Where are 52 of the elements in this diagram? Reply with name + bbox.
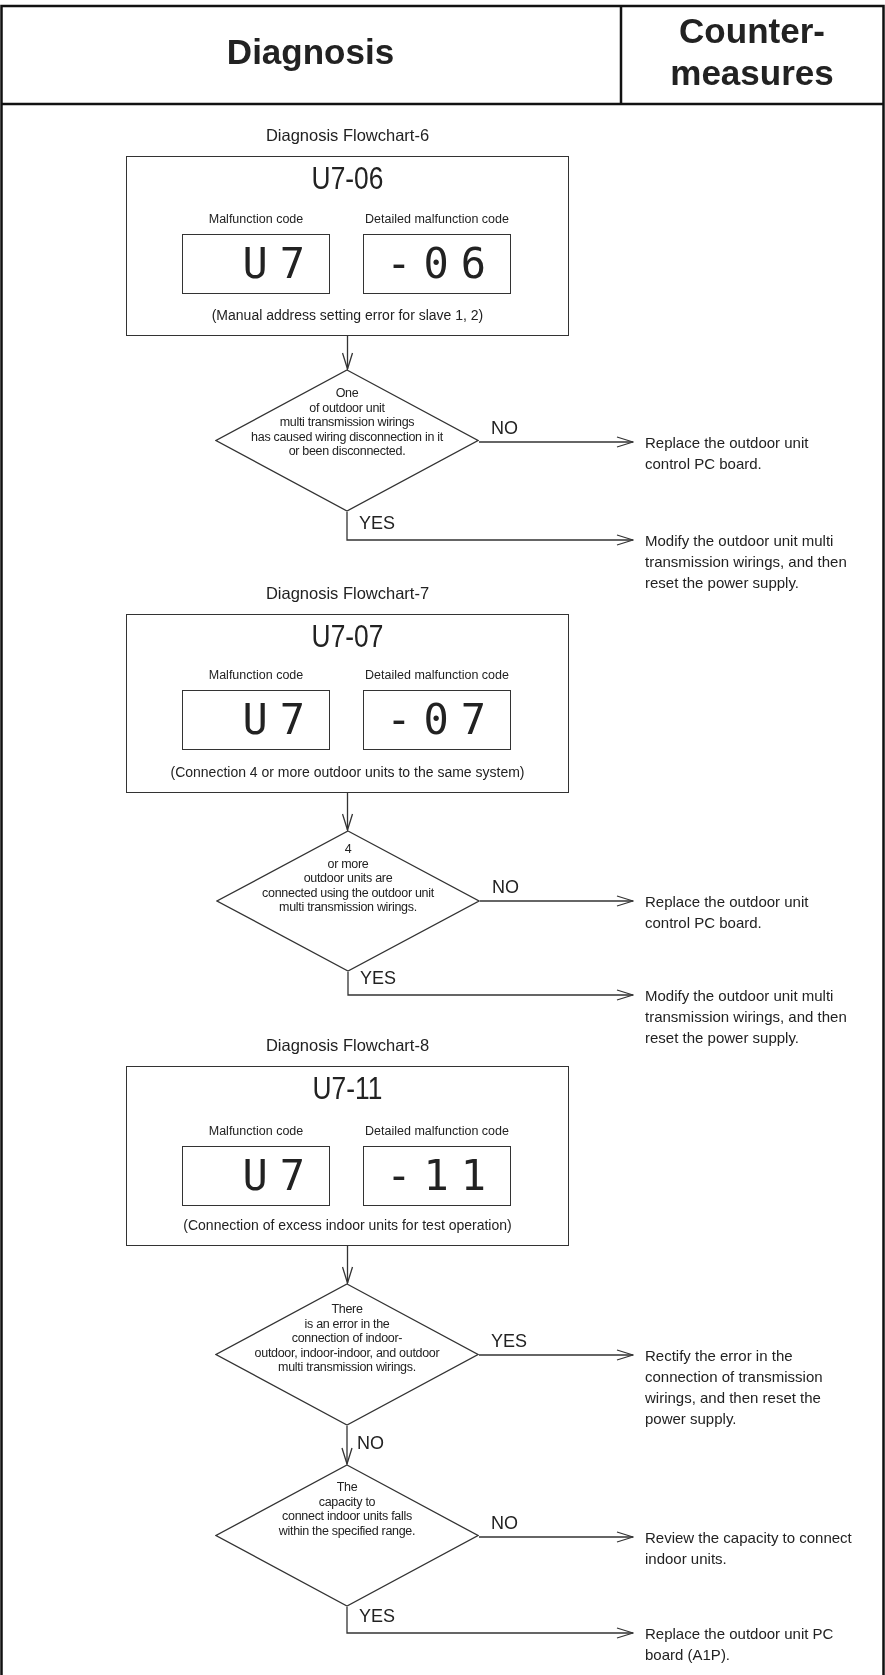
code-display: U7 — [182, 1146, 330, 1206]
decision-text: 4 or more outdoor units are connected using the outdoor unit multi transmission wirings. — [261, 841, 435, 916]
decision-diamond — [215, 369, 479, 512]
arrow — [341, 792, 354, 831]
column-header: Diagnosis — [226, 32, 395, 71]
countermeasure-text: Modify the outdoor unit multi transmission wirings, and then reset the power supply. — [645, 530, 857, 593]
countermeasure-text: Replace the outdoor unit control PC board. — [645, 432, 857, 474]
decision-text: The capacity to connect indoor units falls within the specified range. — [277, 1479, 417, 1540]
decision-diamond — [215, 1283, 479, 1426]
display-label: Detailed malfunction code — [364, 1124, 510, 1138]
countermeasure-text: Replace the outdoor unit PC board (A1P). — [645, 1623, 857, 1665]
error-code: U7-11 — [311, 1071, 384, 1107]
arrow — [347, 971, 634, 1001]
display-label: Detailed malfunction code — [364, 212, 510, 226]
code-description: (Connection 4 or more outdoor units to the same system) — [169, 764, 526, 780]
flowchart-title: Diagnosis Flowchart-8 — [264, 1036, 431, 1055]
countermeasure-text: Rectify the error in the connection of transmission wirings, and then reset the power supply. — [645, 1345, 857, 1429]
code-display: U7 — [182, 234, 330, 294]
arrow — [478, 436, 634, 448]
display-label: Detailed malfunction code — [364, 668, 510, 682]
code-description: (Connection of excess indoor units for test operation) — [182, 1217, 513, 1233]
arrow — [341, 1245, 354, 1284]
display-label: Malfunction code — [207, 668, 305, 682]
code-display: -06 — [363, 234, 511, 294]
flowchart-title: Diagnosis Flowchart-7 — [264, 584, 431, 603]
flowchart-box — [126, 156, 569, 336]
error-code: U7-06 — [310, 161, 385, 197]
arrow — [478, 1349, 634, 1361]
decision-text: One of outdoor unit multi transmission wirings has caused wiring disconnection in it or been disconnected. — [250, 385, 444, 460]
display-label: Malfunction code — [207, 212, 305, 226]
arrow — [346, 1606, 634, 1639]
display-label: Malfunction code — [207, 1124, 305, 1138]
column-header: Counter-measures — [670, 11, 834, 92]
arrow — [346, 511, 634, 546]
arrow — [479, 895, 634, 907]
error-code: U7-07 — [310, 619, 385, 655]
arrow — [341, 1425, 353, 1465]
arrow — [341, 335, 354, 370]
code-description: (Manual address setting error for slave 1, 2) — [210, 307, 485, 323]
countermeasure-text: Replace the outdoor unit control PC board. — [645, 891, 857, 933]
decision-diamond — [216, 830, 480, 972]
code-display: -07 — [363, 690, 511, 750]
flowchart-box — [126, 1066, 569, 1246]
decision-text: There is an error in the connection of indoor-outdoor, indoor-indoor, and outdoor multi transmission wirings. — [253, 1301, 441, 1376]
flowchart-box — [126, 614, 569, 793]
countermeasure-text: Modify the outdoor unit multi transmission wirings, and then reset the power supply. — [645, 985, 857, 1048]
code-display: U7 — [182, 690, 330, 750]
countermeasure-text: Review the capacity to connect indoor units. — [645, 1527, 857, 1569]
decision-diamond — [215, 1464, 479, 1607]
flowchart-title: Diagnosis Flowchart-6 — [264, 126, 431, 145]
code-display: -11 — [363, 1146, 511, 1206]
arrow — [478, 1531, 634, 1543]
